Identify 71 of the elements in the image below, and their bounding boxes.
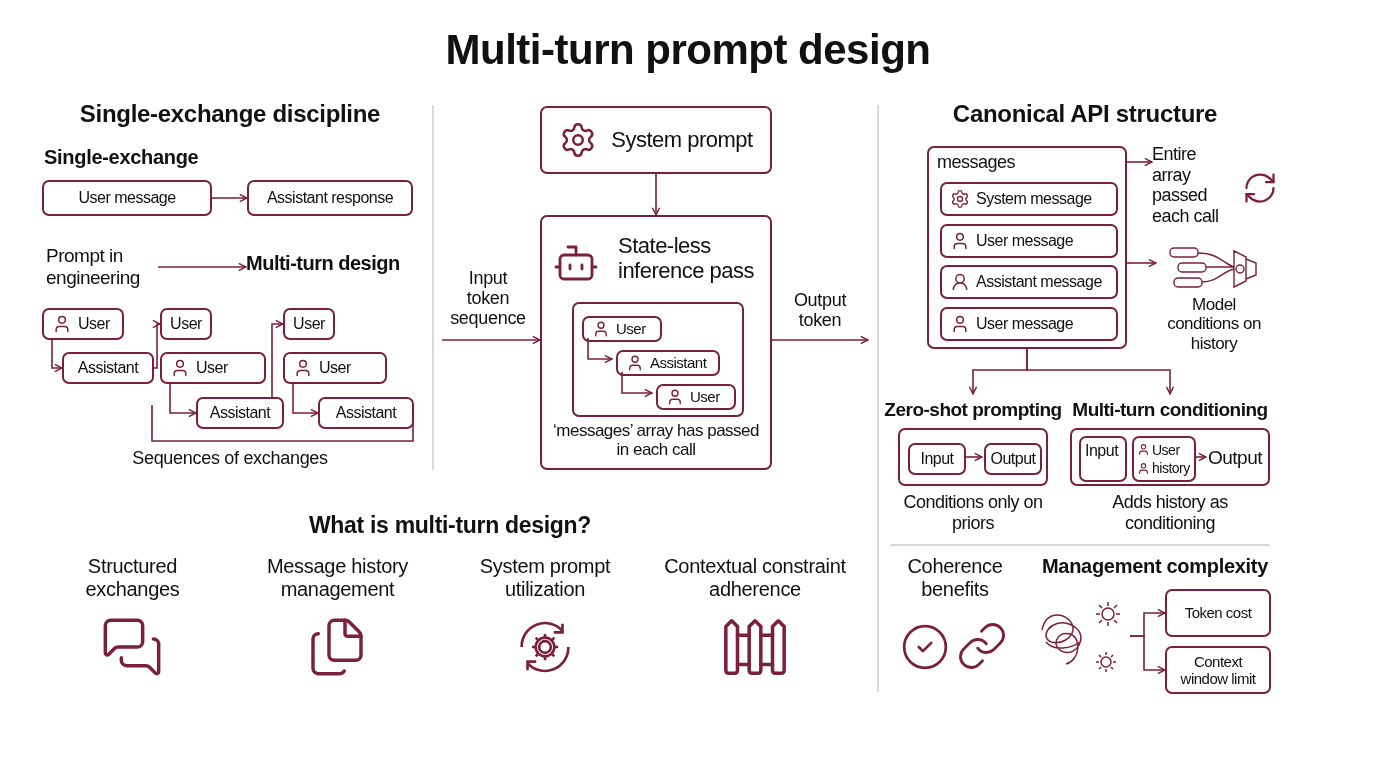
arrow xyxy=(1126,258,1157,268)
message-box: User xyxy=(160,352,266,384)
process-box xyxy=(540,215,772,470)
message-box: Assistant response xyxy=(247,180,413,216)
message-box: System message xyxy=(940,182,1118,216)
arrow xyxy=(1129,635,1166,675)
message-box: User message xyxy=(940,224,1118,258)
input-box: Input xyxy=(1079,436,1127,482)
message-box: Assistant message xyxy=(940,265,1118,299)
history-box xyxy=(1132,436,1196,482)
arrow xyxy=(771,335,869,345)
panel-caption: Conditions only on priors xyxy=(902,492,1044,534)
message-box: User xyxy=(160,308,212,340)
message-box: User message xyxy=(940,307,1118,341)
process-box: System prompt xyxy=(540,106,772,174)
box-title: messages xyxy=(937,152,1016,173)
history-entry: User xyxy=(1152,441,1180,458)
message-box: User xyxy=(582,316,662,342)
text-label: Sequences of exchanges xyxy=(131,448,329,469)
arrow xyxy=(51,339,63,373)
text-label: Message history management xyxy=(265,555,410,601)
section-heading: What is multi-turn design? xyxy=(307,512,593,539)
section-heading: Management complexity xyxy=(1041,555,1269,578)
message-box: Assistant xyxy=(196,397,284,429)
arrow xyxy=(441,335,541,345)
arrow xyxy=(1193,452,1207,462)
message-box: Output xyxy=(984,443,1042,475)
text-label: Coherence benefits xyxy=(906,555,1004,601)
arrow xyxy=(211,193,248,203)
arrow xyxy=(1026,348,1175,395)
arrow xyxy=(651,173,661,216)
arrow xyxy=(292,383,319,418)
text-label: Contextual constraint adherence xyxy=(663,555,847,601)
arrow xyxy=(157,262,247,272)
message-box: Assistant xyxy=(318,397,414,429)
section-heading: Canonical API structure xyxy=(951,100,1219,128)
text-label: Model conditions on history xyxy=(1166,294,1262,354)
message-box: User xyxy=(42,308,124,340)
message-box: User xyxy=(656,384,736,410)
arrow xyxy=(587,337,613,364)
heading-text: Multi-turn design xyxy=(246,250,410,276)
arrow xyxy=(963,452,983,462)
array-container xyxy=(927,146,1127,349)
text-label: Prompt in engineering xyxy=(46,244,158,290)
section-heading: Single-exchange discipline xyxy=(78,100,382,128)
box-caption: ‘messages’ array has passed in each call xyxy=(552,420,760,460)
text-label: Entire array passed each call xyxy=(1152,144,1220,227)
edge-label: Input token sequence xyxy=(450,268,526,329)
text-label: Structured exchanges xyxy=(84,555,181,601)
message-box: User xyxy=(283,352,387,384)
panel-caption: Adds history as conditioning xyxy=(1111,492,1229,534)
panel-heading: Zero-shot prompting xyxy=(883,399,1063,421)
message-list-box xyxy=(572,302,744,417)
text-label: System prompt utilization xyxy=(478,555,612,601)
arrow xyxy=(1126,157,1153,167)
message-box: Input xyxy=(908,443,966,475)
arrow xyxy=(621,371,653,398)
message-box: Assistant xyxy=(62,352,154,384)
arrow xyxy=(152,319,161,369)
section-heading: Single-exchange xyxy=(44,146,200,169)
message-box: Assistant xyxy=(616,350,720,376)
diagram-title: Multi-turn prompt design xyxy=(444,26,932,74)
arrow xyxy=(169,383,197,418)
message-box: User xyxy=(283,308,335,340)
message-box: Context window limit xyxy=(1165,646,1271,694)
message-box: User message xyxy=(42,180,212,216)
message-box: Token cost xyxy=(1165,589,1271,637)
arrow xyxy=(271,319,284,398)
text-label: Output xyxy=(1208,444,1268,472)
box-title: State-less inference pass xyxy=(618,233,756,284)
history-entry: history xyxy=(1152,460,1190,477)
